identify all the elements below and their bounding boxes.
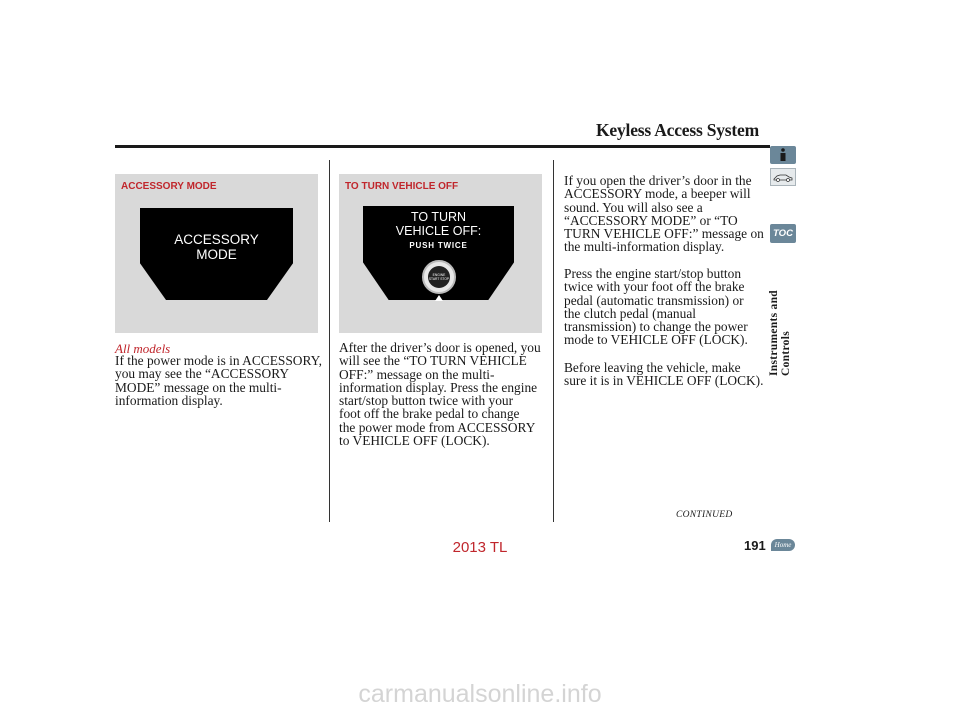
text-line: ACCESSORY mode, a beeper will bbox=[564, 186, 751, 202]
text-line: TURN VEHICLE OFF:” message on bbox=[564, 226, 764, 242]
title-rule bbox=[115, 145, 770, 148]
text-line: MODE” message on the multi- bbox=[115, 379, 282, 395]
column-2-text: After the driver’s door is opened, you w… bbox=[339, 340, 554, 449]
text-line: “ACCESSORY MODE” or “TO bbox=[564, 212, 738, 228]
text-line: the clutch pedal (manual bbox=[564, 305, 696, 321]
column-divider bbox=[553, 160, 554, 522]
text-line: Press the engine start/stop button bbox=[564, 266, 742, 281]
info-tab[interactable] bbox=[770, 146, 796, 164]
column-divider bbox=[329, 160, 330, 522]
model-year-footer: 2013 TL bbox=[452, 539, 508, 556]
accessory-mode-label: ACCESSORY MODE bbox=[121, 181, 217, 192]
column-3-para-2: Press the engine start/stop button twice… bbox=[564, 267, 769, 347]
text-line: the multi-information display. bbox=[564, 239, 725, 255]
text-line: will see the “TO TURN VEHICLE bbox=[339, 353, 527, 369]
text-line: the power mode from ACCESSORY bbox=[339, 419, 536, 435]
up-arrow-icon bbox=[435, 295, 443, 301]
engine-start-button-text: ENGINE START STOP bbox=[428, 266, 450, 288]
section-sidebar-label: Instruments and Controls bbox=[768, 290, 792, 376]
text-line: If you open the driver’s door in the bbox=[564, 173, 752, 188]
text-line: foot off the brake pedal to change bbox=[339, 406, 520, 422]
turn-vehicle-off-display: TO TURN VEHICLE OFF: PUSH TWICE bbox=[363, 206, 514, 300]
text-line: twice with your foot off the brake bbox=[564, 279, 745, 295]
text-line: sound. You will also see a bbox=[564, 199, 703, 215]
text-line: OFF:” message on the multi- bbox=[339, 366, 495, 382]
column-3-para-1: If you open the driver’s door in the ACC… bbox=[564, 174, 769, 254]
continued-label: CONTINUED bbox=[676, 510, 733, 520]
text-line: pedal (automatic transmission) or bbox=[564, 292, 744, 308]
text-line: to VEHICLE OFF (LOCK). bbox=[339, 433, 490, 449]
text-line: After the driver’s door is opened, you bbox=[339, 340, 541, 355]
info-icon bbox=[780, 148, 786, 161]
text-line: If the power mode is in ACCESSORY, bbox=[115, 353, 322, 368]
all-models-subheading: All models bbox=[115, 341, 171, 356]
text-line: you may see the “ACCESSORY bbox=[115, 366, 290, 382]
text-line: mode to VEHICLE OFF (LOCK). bbox=[564, 332, 748, 348]
text-line: start/stop button twice with your bbox=[339, 393, 514, 409]
page-title: Keyless Access System bbox=[596, 120, 759, 140]
accessory-mode-display: ACCESSORY MODE bbox=[140, 208, 293, 300]
text-line: information display. bbox=[115, 392, 223, 408]
column-1-text: If the power mode is in ACCESSORY, you m… bbox=[115, 353, 330, 408]
turn-vehicle-off-label: TO TURN VEHICLE OFF bbox=[345, 181, 459, 192]
toc-button[interactable]: TOC bbox=[770, 224, 796, 243]
text-line: Before leaving the vehicle, make bbox=[564, 360, 741, 375]
text-line: sure it is in VEHICLE OFF (LOCK). bbox=[564, 373, 764, 389]
car-icon bbox=[773, 174, 793, 182]
page-number: 191 bbox=[744, 538, 766, 553]
column-3-para-3: Before leaving the vehicle, make sure it… bbox=[564, 361, 769, 388]
display-line: MODE bbox=[196, 247, 237, 262]
engine-start-button-icon: ENGINE START STOP bbox=[422, 260, 456, 294]
display-line: ACCESSORY bbox=[174, 232, 259, 247]
watermark: carmanualsonline.info bbox=[358, 680, 602, 708]
display-line: VEHICLE OFF: bbox=[395, 224, 482, 238]
text-line: information display. Press the engine bbox=[339, 379, 538, 395]
display-line: TO TURN bbox=[410, 210, 467, 224]
text-line: transmission) to change the power bbox=[564, 319, 748, 335]
car-tab[interactable] bbox=[770, 168, 796, 186]
home-button[interactable]: Home bbox=[771, 539, 795, 551]
display-line: PUSH TWICE bbox=[409, 241, 468, 250]
